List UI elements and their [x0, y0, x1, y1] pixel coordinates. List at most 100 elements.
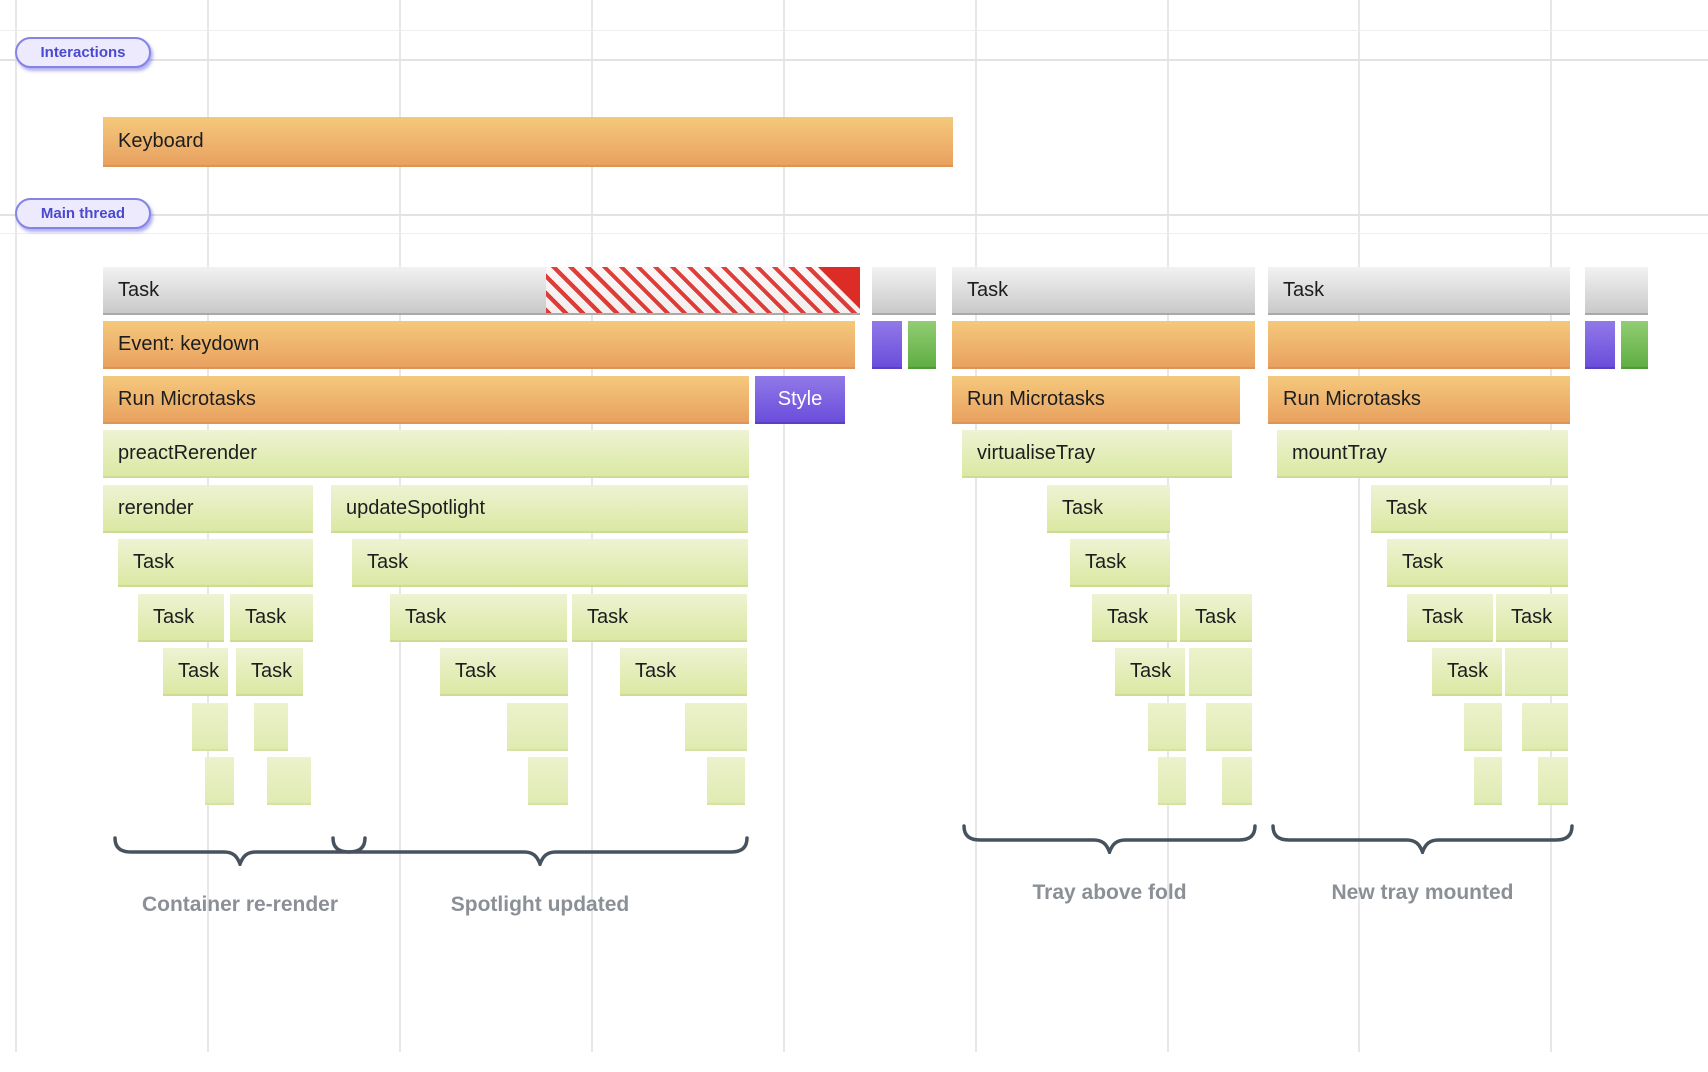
flame-bar-label: Task	[1130, 659, 1172, 682]
flame-bar[interactable]	[528, 757, 568, 805]
flame-bar-label: updateSpotlight	[346, 496, 486, 519]
flame-bar-task[interactable]: Task	[163, 648, 228, 696]
flame-bar[interactable]	[1189, 648, 1252, 696]
flame-bar-preactrerender[interactable]: preactRerender	[103, 430, 749, 478]
flame-bar-task[interactable]: Task	[236, 648, 303, 696]
flame-bar-label: Task	[118, 278, 160, 301]
flame-bar[interactable]	[872, 321, 902, 369]
flame-bar-label: Task	[1511, 605, 1553, 628]
flame-bar-task[interactable]: Task	[440, 648, 568, 696]
flame-bar-task[interactable]: Task	[1180, 594, 1252, 642]
flame-bar-label: Run Microtasks	[118, 387, 256, 410]
flame-bar-task[interactable]: Task	[138, 594, 224, 642]
flame-bar-label: Task	[1085, 550, 1127, 573]
flame-bar-task[interactable]: Task	[390, 594, 567, 642]
vertical-gridline	[15, 0, 17, 1052]
annotation-caption: Spotlight updated	[450, 893, 630, 916]
flame-bar-style[interactable]: Style	[755, 376, 845, 424]
flame-bar-task[interactable]: Task	[103, 267, 860, 315]
flame-bar-task[interactable]: Task	[1387, 539, 1568, 587]
long-task-hatch-overlay	[546, 267, 860, 313]
flame-bar[interactable]	[685, 703, 747, 751]
flame-bar[interactable]	[267, 757, 311, 805]
annotation-brace	[962, 824, 1257, 854]
flame-bar-label: Task	[1402, 550, 1444, 573]
flame-bar-task[interactable]: Task	[1432, 648, 1502, 696]
flame-bar-label: Task	[1386, 496, 1428, 519]
horizontal-gridline	[0, 30, 1708, 31]
flame-bar-task[interactable]: Task	[1070, 539, 1170, 587]
flame-bar[interactable]	[1464, 703, 1502, 751]
annotation-caption: New tray mounted	[1331, 881, 1514, 904]
flame-bar-label: Task	[178, 659, 220, 682]
flame-bar[interactable]	[952, 321, 1255, 369]
flame-bar-run-microtasks[interactable]: Run Microtasks	[952, 376, 1240, 424]
flame-bar[interactable]	[1148, 703, 1186, 751]
vertical-gridline	[1358, 0, 1360, 1052]
flame-bar-updatespotlight[interactable]: updateSpotlight	[331, 485, 748, 533]
flame-bar-label: Task	[251, 659, 293, 682]
track-label-main-thread-text: Main thread	[40, 205, 126, 222]
flame-bar[interactable]	[1621, 321, 1648, 369]
interaction-bar-keyboard[interactable]: Keyboard	[103, 117, 953, 167]
horizontal-gridline	[0, 214, 1708, 216]
flame-bar-label: Task	[635, 659, 677, 682]
flame-bar-label: Task	[133, 550, 175, 573]
flame-bar-task[interactable]: Task	[1371, 485, 1568, 533]
flame-bar[interactable]	[1522, 703, 1568, 751]
flame-bar-task[interactable]: Task	[118, 539, 313, 587]
track-label-main-thread[interactable]: Main thread	[15, 198, 151, 229]
flame-bar-mounttray[interactable]: mountTray	[1277, 430, 1568, 478]
flame-bar-task[interactable]: Task	[352, 539, 748, 587]
flame-bar[interactable]	[1206, 703, 1252, 751]
flame-bar-rerender[interactable]: rerender	[103, 485, 313, 533]
flame-bar-task[interactable]: Task	[1092, 594, 1177, 642]
horizontal-gridline	[0, 59, 1708, 61]
flame-bar-task[interactable]: Task	[572, 594, 747, 642]
flame-bar[interactable]	[205, 757, 234, 805]
flame-bar[interactable]	[707, 757, 745, 805]
annotation-caption: Tray above fold	[1032, 881, 1187, 904]
flame-bar-task[interactable]: Task	[1407, 594, 1493, 642]
flame-bar-run-microtasks[interactable]: Run Microtasks	[1268, 376, 1570, 424]
flame-bar[interactable]	[1585, 321, 1615, 369]
flame-bar-label: Event: keydown	[118, 332, 260, 355]
annotation-brace	[1271, 824, 1574, 854]
flame-bar-task[interactable]: Task	[1496, 594, 1568, 642]
flame-bar-label: rerender	[118, 496, 194, 519]
flame-bar-event-keydown[interactable]: Event: keydown	[103, 321, 855, 369]
flame-bar-run-microtasks[interactable]: Run Microtasks	[103, 376, 749, 424]
flame-bar-label: Run Microtasks	[1283, 387, 1421, 410]
flame-bar-task[interactable]: Task	[230, 594, 313, 642]
flame-bar-virtualisetray[interactable]: virtualiseTray	[962, 430, 1232, 478]
flame-bar[interactable]	[1474, 757, 1502, 805]
flame-bar[interactable]	[254, 703, 288, 751]
flame-bar-task[interactable]: Task	[1268, 267, 1570, 315]
flame-bar[interactable]	[507, 703, 568, 751]
flame-bar[interactable]	[1585, 267, 1648, 315]
flame-bar[interactable]	[872, 267, 936, 315]
flame-bar-label: Task	[153, 605, 195, 628]
flame-bar-task[interactable]: Task	[952, 267, 1255, 315]
flame-bar-label: Task	[587, 605, 629, 628]
flame-bar[interactable]	[1268, 321, 1570, 369]
annotation-brace	[331, 836, 749, 866]
flame-bar[interactable]	[192, 703, 228, 751]
flame-bar-task[interactable]: Task	[1115, 648, 1185, 696]
flame-bar-label: Task	[245, 605, 287, 628]
flame-bar-label: Task	[367, 550, 409, 573]
flame-bar-label: Task	[1195, 605, 1237, 628]
flame-bar-task[interactable]: Task	[620, 648, 747, 696]
flame-bar[interactable]	[1538, 757, 1568, 805]
flame-bar[interactable]	[908, 321, 936, 369]
flame-bar-task[interactable]: Task	[1047, 485, 1170, 533]
flame-bar[interactable]	[1158, 757, 1186, 805]
flame-bar[interactable]	[1222, 757, 1252, 805]
flame-bar-label: virtualiseTray	[977, 441, 1096, 464]
flame-bar[interactable]	[1505, 648, 1568, 696]
track-label-interactions[interactable]: Interactions	[15, 37, 151, 68]
flame-bar-label: Task	[455, 659, 497, 682]
flame-bar-label: Task	[1107, 605, 1149, 628]
vertical-gridline	[975, 0, 977, 1052]
